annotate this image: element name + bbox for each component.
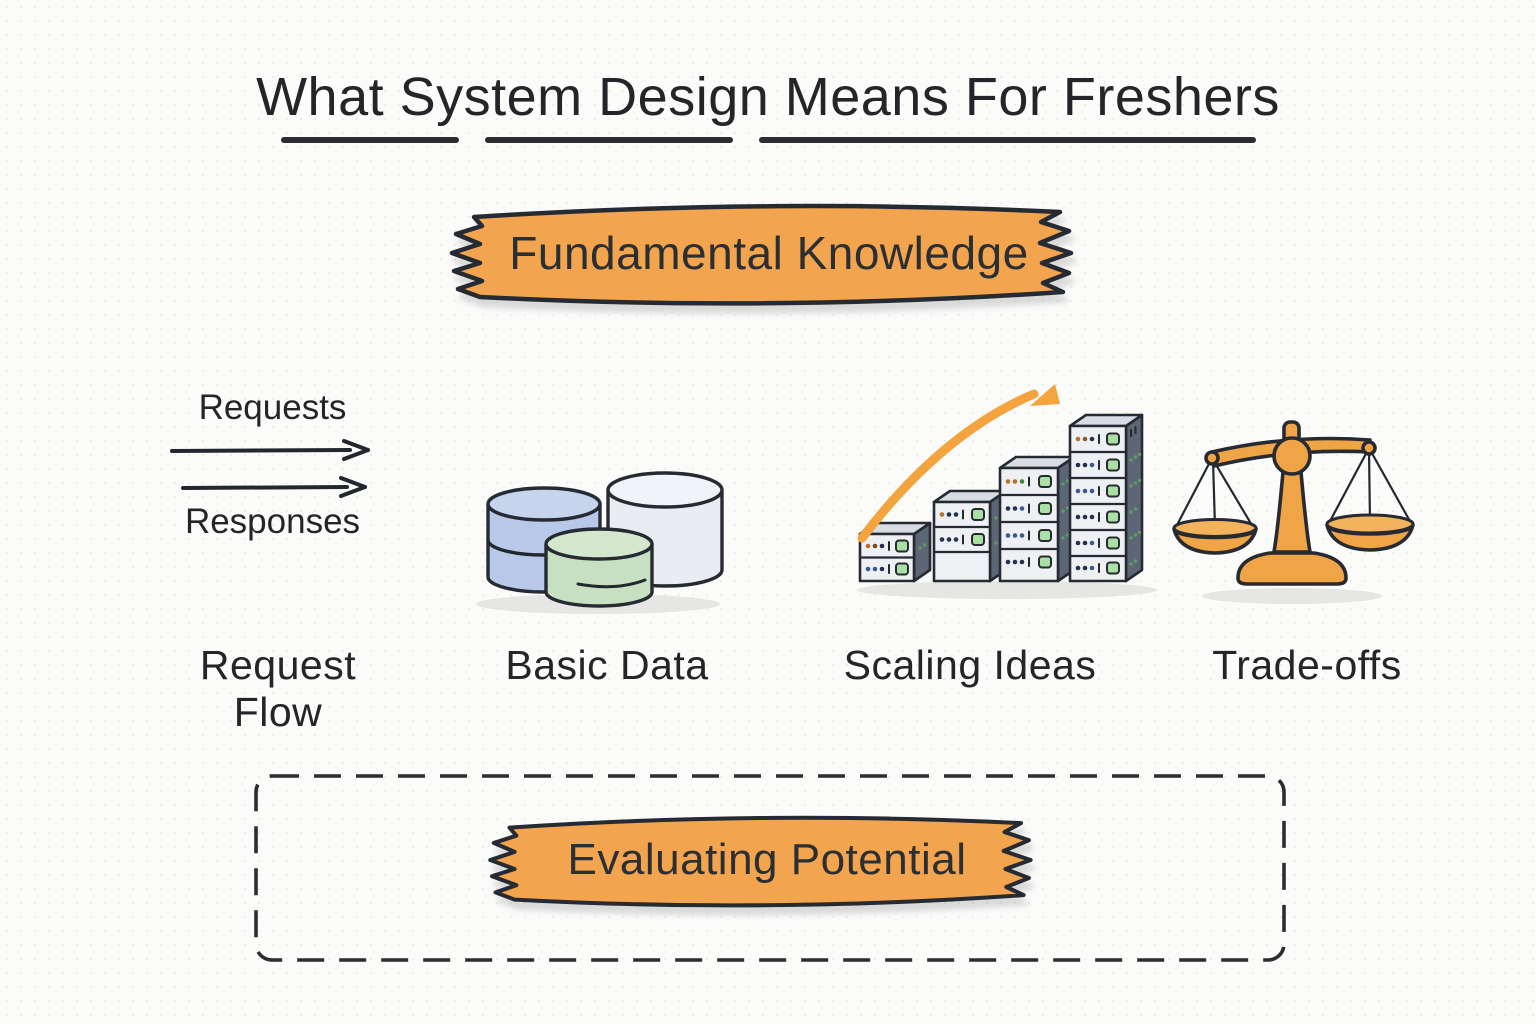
- response-arrow-icon: [180, 476, 367, 498]
- scale-pan-right: [1325, 513, 1415, 552]
- fundamental-knowledge-label: Fundamental Knowledge: [509, 227, 1029, 279]
- fundamental-knowledge-banner: Fundamental Knowledge: [438, 193, 1100, 313]
- server-rack-3: [998, 455, 1076, 583]
- scale-pan-left: [1172, 518, 1258, 555]
- database-cylinders-icon: [476, 471, 724, 614]
- evaluating-potential-label: Evaluating Potential: [567, 835, 967, 884]
- balance-scale-icon: [1172, 420, 1415, 604]
- database-green: [544, 527, 654, 608]
- server-rack-2: [932, 489, 1008, 583]
- scaling-ideas-label: Scaling Ideas: [843, 642, 1097, 688]
- basic-data-label: Basic Data: [505, 642, 709, 688]
- torn-ribbon-shape: [449, 203, 1074, 306]
- page-title: What System Design Means For Freshers: [256, 67, 1280, 127]
- request-flow-label: Request Flow: [199, 642, 357, 735]
- trade-offs-label: Trade-offs: [1212, 642, 1402, 688]
- torn-ribbon-shape: [488, 815, 1033, 908]
- evaluating-potential-box: [254, 774, 1286, 962]
- title-underline: [0, 137, 1536, 143]
- server-racks-growth-icon: [857, 384, 1157, 599]
- server-rack-1: [858, 521, 932, 583]
- growth-arrow-icon: [857, 384, 1060, 543]
- evaluating-potential-banner: Evaluating Potential: [478, 806, 1056, 914]
- requests-label: Requests: [198, 388, 347, 427]
- request-arrow-icon: [169, 439, 370, 461]
- responses-label: Responses: [184, 502, 361, 541]
- server-rack-4: [1068, 413, 1144, 583]
- request-flow-figure: Requests Responses: [150, 388, 395, 588]
